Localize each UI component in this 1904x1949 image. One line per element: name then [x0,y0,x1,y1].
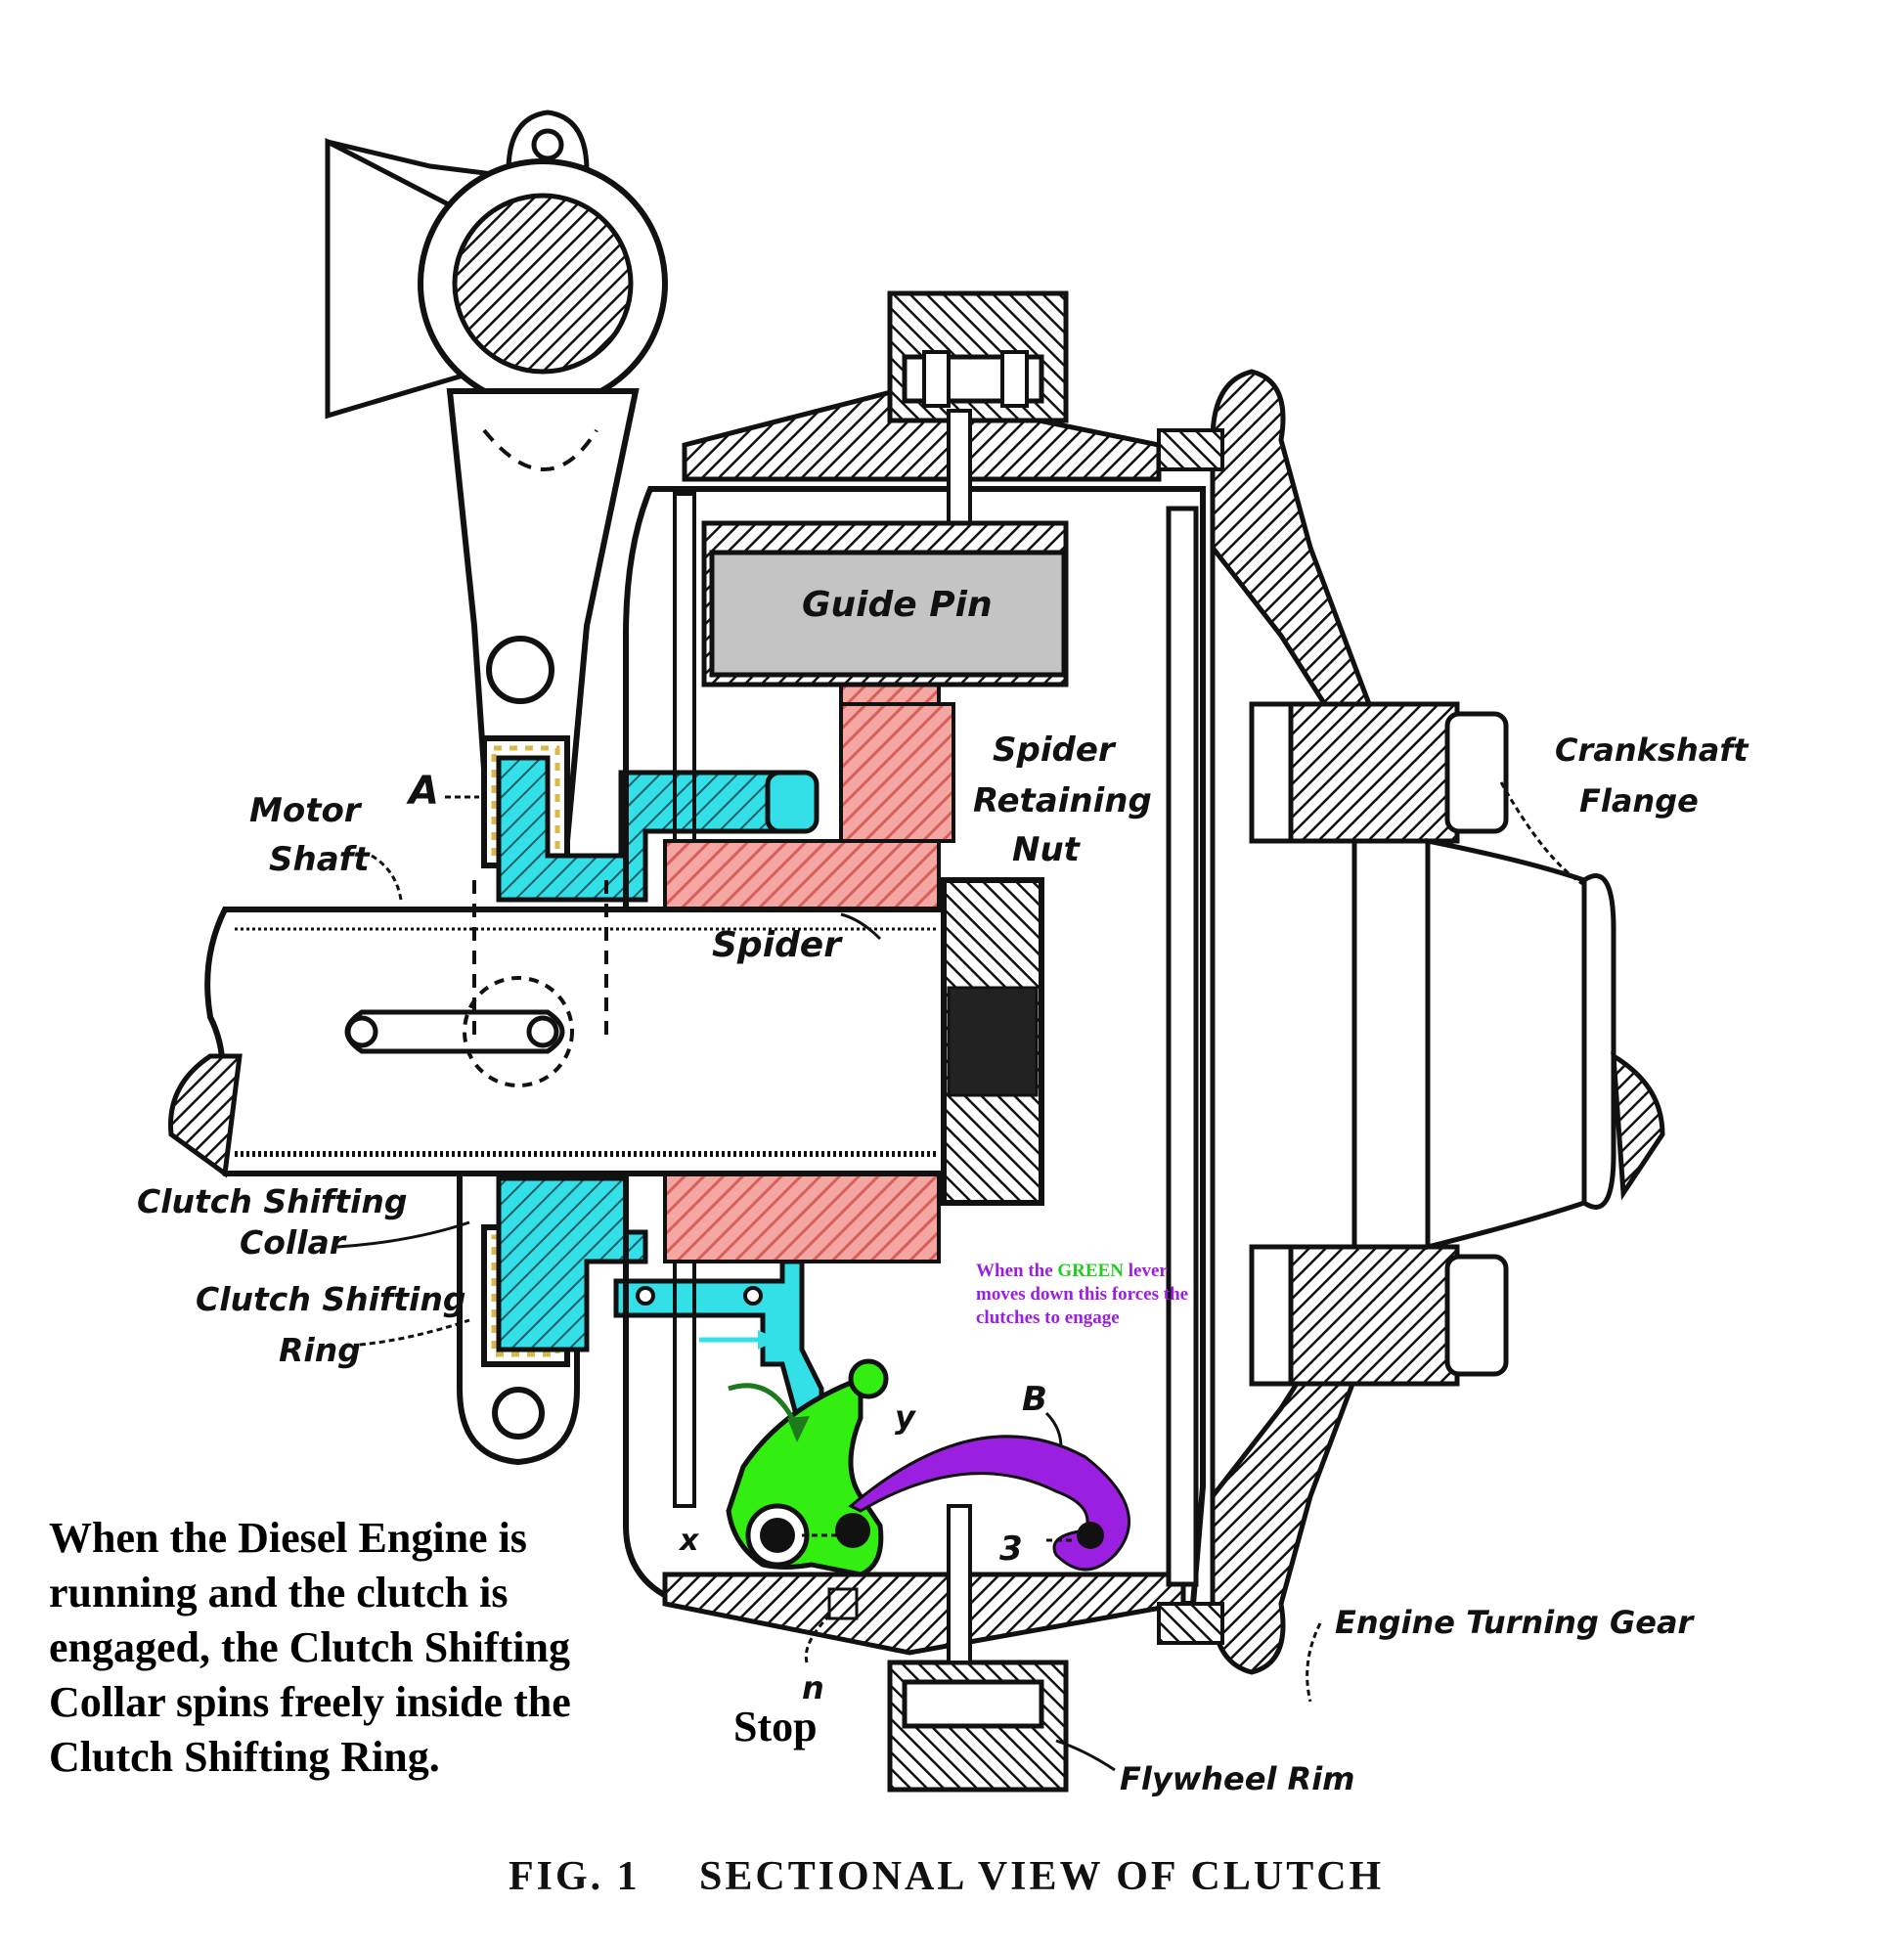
leader-lines [336,781,1585,1772]
label-collar-2: Collar [240,1223,347,1262]
purple-note-part-2: lever moves down this forces the clutche… [976,1261,1189,1328]
purple-spring [848,1435,1130,1572]
clutch-housing [623,290,1216,1793]
guide-pin [701,520,1069,687]
purple-annotation: When the GREEN lever moves down this for… [976,1260,1191,1330]
cyan-arrow [699,1330,777,1350]
label-a: A [406,769,439,814]
label-crankshaft: Crankshaft [1555,731,1749,769]
purple-note-part-1: When the [976,1261,1058,1281]
main-annotation: When the Diesel Engine is running and th… [49,1514,571,1781]
label-spider-nut-2: Retaining [973,781,1152,820]
caption-fig: FIG. 1 [509,1854,641,1899]
label-x: x [678,1524,700,1558]
label-y: y [895,1398,916,1436]
motor-shaft [168,877,1044,1206]
label-ring-1: Clutch Shifting [196,1280,465,1318]
label-n: n [802,1669,824,1706]
label-turning-gear: Engine Turning Gear [1335,1604,1696,1641]
label-flywheel: Flywheel Rim [1120,1760,1355,1797]
label-stop: Stop [733,1703,818,1750]
clutch-shifting-collar [496,755,824,1421]
caption-title: SECTIONAL VIEW OF CLUTCH [699,1854,1384,1899]
label-spider: Spider [712,925,843,965]
label-flange: Flange [1579,782,1699,819]
green-lever [726,1358,889,1577]
label-ring-2: Ring [279,1331,361,1369]
label-z: 3 [999,1529,1023,1569]
label-spider-nut-3: Nut [1012,830,1082,869]
label-b: B [1022,1380,1047,1419]
label-collar-1: Clutch Shifting [137,1182,407,1220]
crankshaft-flange-assembly [1157,369,1665,1675]
label-motor-shaft-2: Shaft [269,840,371,879]
stop-block [827,1587,859,1620]
label-motor-shaft-1: Motor [249,791,363,830]
label-spider-nut-1: Spider [993,731,1117,770]
label-guide-pin: Guide Pin [802,585,993,625]
purple-note-green-word: GREEN [1057,1261,1124,1281]
